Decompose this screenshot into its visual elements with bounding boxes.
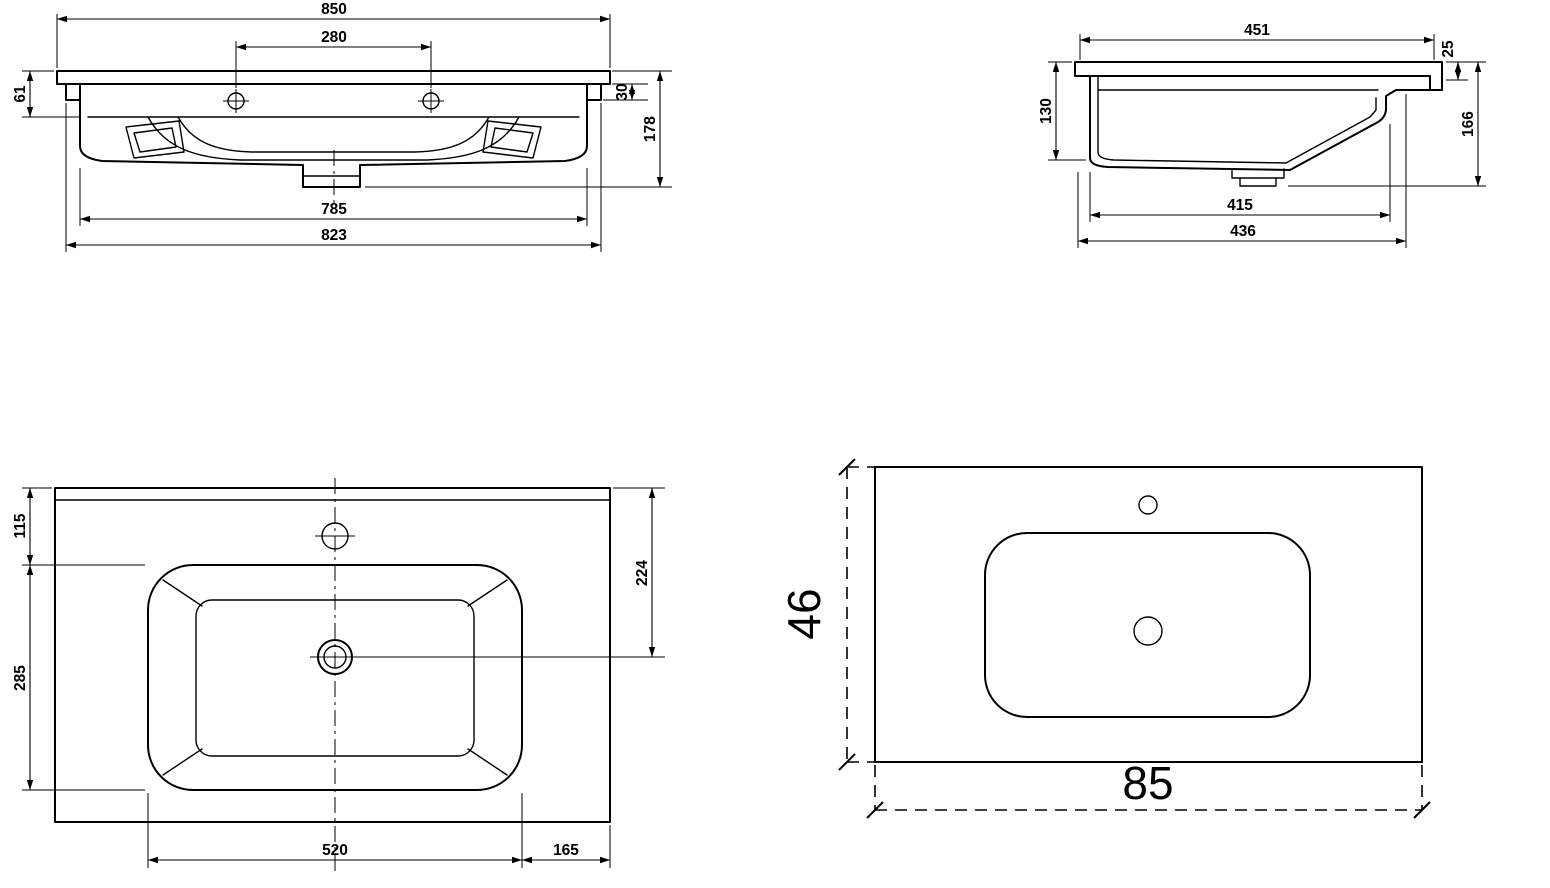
dim-label-body-width: 823 [321,227,347,244]
bowl-inner-curve [177,116,490,153]
dim-label-rim-thickness: 25 [1440,40,1457,58]
drain-lower-side [1239,177,1277,187]
dim-label-faucet-spacing: 280 [321,29,347,46]
dim-label-back-height: 130 [1038,98,1055,124]
basin-bottom-outline [195,599,475,757]
front-dimensions: 850 280 61 30 178 785 [12,1,672,252]
dim-label-basin-depth: 285 [12,665,29,691]
overall-outer-rect [874,466,1423,763]
faucet-hole-symbol-left [223,89,249,113]
plan-drain-hole [310,639,360,675]
shell-outer-profile [1089,89,1431,171]
dim-label-depth-cm: 46 [778,588,830,639]
countertop-slab [56,70,611,85]
overall-dimensions: 46 85 [778,458,1431,819]
basin-corner-bl [162,748,203,776]
dim-label-top-depth: 451 [1244,22,1270,39]
basin-rim-outline [147,564,523,791]
side-view: 451 25 130 166 415 436 [1038,22,1486,248]
dim-label-basin-width: 520 [322,842,348,859]
dim-label-front-offset: 115 [12,513,29,538]
dim-label-inner-depth: 415 [1227,197,1253,214]
dim-label-drain-offset: 224 [634,560,651,586]
left-overflow-outer [125,120,185,159]
side-geometry [1074,61,1443,187]
right-edge-tab [586,83,602,101]
dim-label-side-offset: 165 [553,842,579,859]
overall-faucet-hole [1138,495,1158,515]
overall-drain-hole [1133,616,1163,646]
slab-profile [1074,61,1443,91]
left-edge-tab [65,83,81,101]
front-view: 850 280 61 30 178 785 [12,1,672,252]
dim-label-total-width: 850 [321,1,347,18]
dim-label-total-height: 178 [642,116,659,142]
drain-upper-side [1231,168,1285,179]
overall-view: 46 85 [778,458,1431,819]
dim-label-width-cm: 85 [1122,757,1173,809]
right-overflow-inner [490,127,534,153]
plan-view: 115 285 224 520 165 [12,478,665,872]
front-geometry [56,70,611,208]
shell-inner-profile [1097,97,1377,164]
dim-label-front-height: 166 [1460,111,1477,137]
plan-dimensions: 115 285 224 520 165 [12,487,665,868]
overall-basin-outline [984,532,1311,718]
dim-label-apron-drop: 30 [614,83,631,100]
right-overflow-outer [482,120,542,159]
basin-corner-tl [162,579,203,607]
faucet-hole-symbol-right [418,89,444,113]
dim-label-inner-width: 785 [321,201,347,218]
plan-geometry [54,478,611,872]
basin-body-outline [79,83,588,188]
overall-geometry [874,466,1423,763]
basin-corner-tr [467,579,508,607]
dim-label-left-height: 61 [12,85,29,103]
plan-outer-rect [54,487,611,823]
left-overflow-inner [133,127,177,153]
basin-corner-br [467,748,508,776]
dim-label-body-depth: 436 [1230,223,1256,240]
side-dimensions: 451 25 130 166 415 436 [1038,22,1486,248]
